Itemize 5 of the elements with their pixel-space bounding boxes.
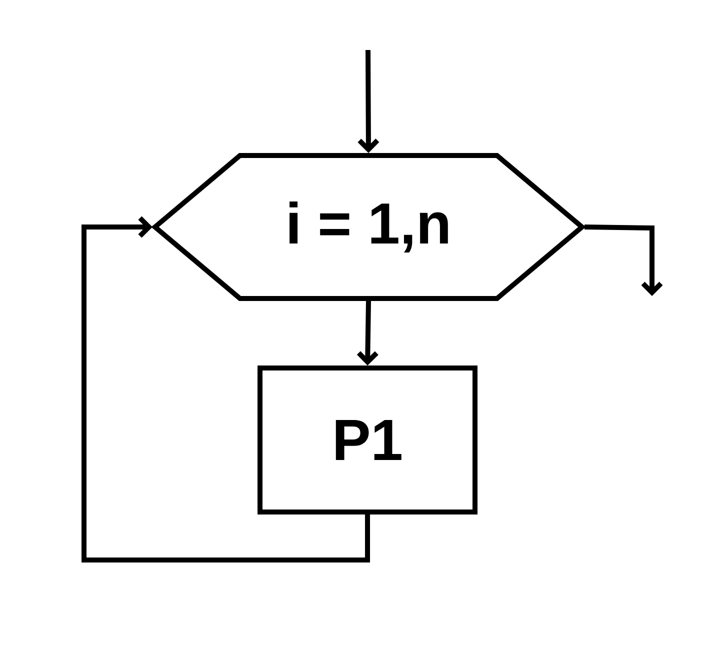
arrow <box>358 50 380 153</box>
arrow <box>82 216 370 562</box>
arrow <box>356 300 378 366</box>
arrow <box>584 224 663 296</box>
process-box: P1 <box>258 366 478 514</box>
